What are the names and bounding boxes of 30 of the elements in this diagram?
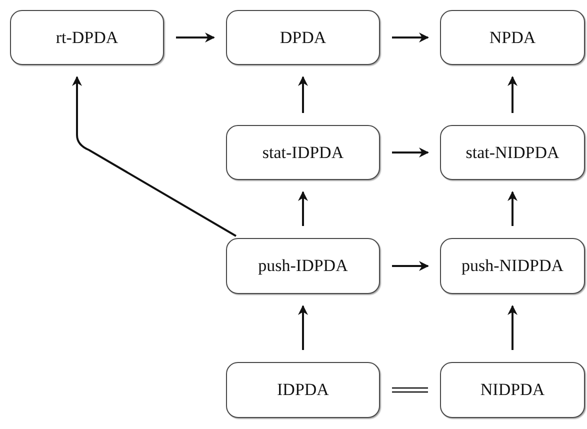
rounded-box [440,238,585,294]
rounded-box [226,10,380,65]
node-label: stat-IDPDA [262,142,344,162]
arrow [298,305,308,350]
arrow [508,305,518,350]
node-label: stat-NIDPDA [466,142,560,162]
double-line [392,387,428,393]
arrow [508,191,518,226]
node-label: NIDPDA [480,380,545,400]
rounded-box [226,238,380,294]
node-label: DPDA [280,28,326,48]
arrow [298,76,308,113]
arrow [72,76,236,237]
rounded-box [440,362,585,418]
node-label: NPDA [489,28,536,48]
arrow [508,76,518,113]
rounded-box [440,125,585,180]
arrow [392,261,429,271]
arrow [298,191,308,226]
rounded-box [226,362,380,418]
arrow [392,32,429,42]
arrow [176,32,215,42]
rounded-box [10,10,164,65]
rounded-box [440,10,585,65]
node-label: IDPDA [277,380,329,400]
node-label: push-IDPDA [258,256,348,276]
arrow [392,148,429,158]
rounded-box [226,125,380,180]
node-label: rt-DPDA [56,28,118,48]
node-label: push-NIDPDA [462,256,564,276]
